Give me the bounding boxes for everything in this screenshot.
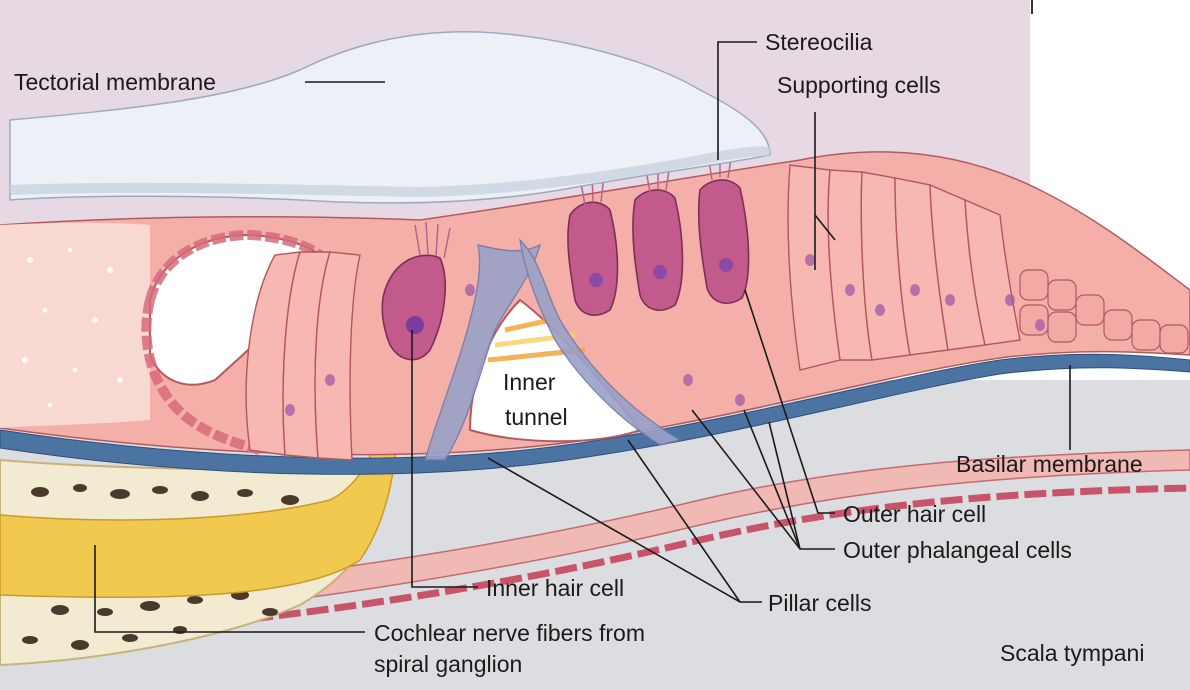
label-cochlear-nerve-line1: Cochlear nerve fibers from (374, 620, 645, 646)
label-basilar-membrane: Basilar membrane (956, 451, 1143, 477)
label-inner-tunnel-line1: Inner (503, 369, 556, 395)
label-tectorial-membrane: Tectorial membrane (14, 69, 216, 95)
label-outer-hair-cell: Outer hair cell (843, 501, 986, 527)
label-inner-tunnel-line2: tunnel (505, 404, 568, 430)
label-supporting-cells: Supporting cells (777, 72, 941, 98)
label-scala-tympani: Scala tympani (1000, 640, 1144, 666)
label-outer-phalangeal-cells: Outer phalangeal cells (843, 537, 1072, 563)
right-top-background (1030, 0, 1190, 170)
limbus-region (0, 223, 150, 428)
label-cochlear-nerve-line2: spiral ganglion (374, 651, 522, 677)
label-pillar-cells: Pillar cells (768, 590, 872, 616)
label-inner-hair-cell: Inner hair cell (486, 575, 624, 601)
label-stereocilia: Stereocilia (765, 29, 873, 55)
